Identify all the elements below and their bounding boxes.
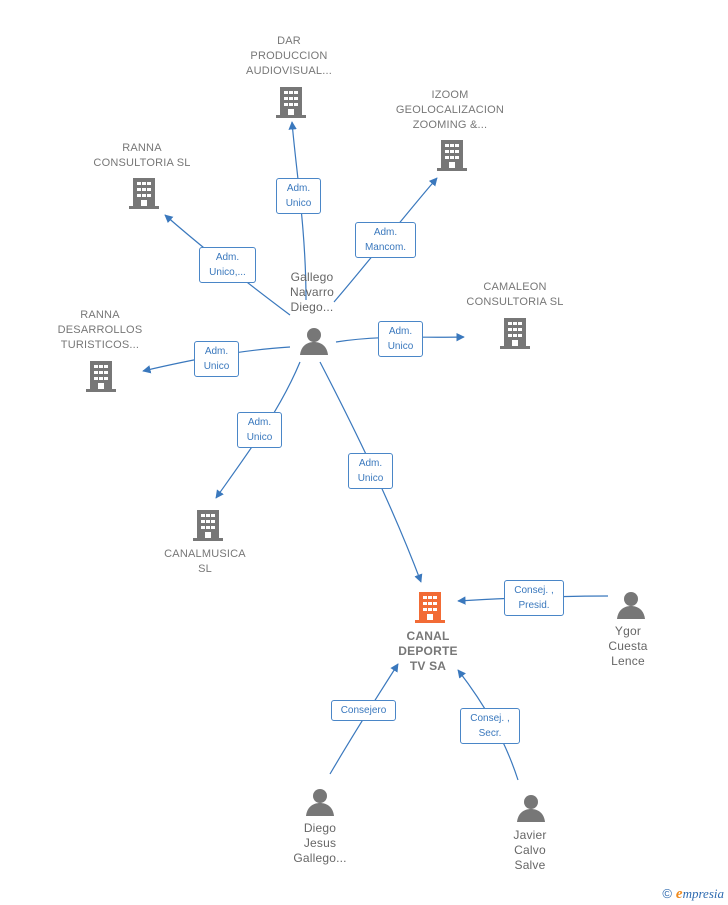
edge-label-izoom: Adm. Mancom. (355, 222, 416, 258)
building-icon[interactable] (276, 85, 306, 119)
person-icon[interactable] (516, 793, 546, 823)
edge-label-ranna-consultoria: Adm. Unico,... (199, 247, 256, 283)
person-icon[interactable] (616, 590, 646, 620)
company-label-ranna-consultoria[interactable]: RANNA CONSULTORIA SL (93, 142, 191, 169)
person-label-ygor[interactable]: Ygor Cuesta Lence (608, 624, 648, 668)
company-label-ranna-desarrollos[interactable]: RANNA DESARROLLOS TURISTICOS... (57, 309, 143, 351)
building-icon[interactable] (86, 359, 116, 393)
edge-label-javier: Consej. , Secr. (460, 708, 520, 744)
building-icon[interactable] (500, 316, 530, 350)
brand-watermark: ©empresia (662, 886, 724, 903)
building-icon[interactable] (437, 138, 467, 172)
person-icon[interactable] (299, 326, 329, 356)
company-label-canalmusica[interactable]: CANALMUSICA SL (164, 548, 246, 575)
building-icon[interactable] (129, 176, 159, 210)
edge-label-canalmusica: Adm. Unico (237, 412, 282, 448)
company-label-dar[interactable]: DAR PRODUCCION AUDIOVISUAL... (246, 35, 332, 77)
company-label-canal-deporte[interactable]: CANAL DEPORTE TV SA (398, 629, 458, 673)
person-icon[interactable] (305, 787, 335, 817)
company-label-izoom[interactable]: IZOOM GEOLOCALIZACION ZOOMING &... (395, 89, 505, 131)
person-label-javier[interactable]: Javier Calvo Salve (513, 828, 547, 872)
company-label-camaleon[interactable]: CAMALEON CONSULTORIA SL (466, 281, 564, 308)
brand-logo-initial: e (675, 886, 683, 902)
edge-label-camaleon: Adm. Unico (378, 321, 423, 357)
brand-logo-text: mpresia (682, 886, 724, 901)
edge-label-dar: Adm. Unico (276, 178, 321, 214)
building-icon-highlighted[interactable] (415, 590, 445, 624)
edge-label-ygor: Consej. , Presid. (504, 580, 564, 616)
edge-label-canal-deporte: Adm. Unico (348, 453, 393, 489)
person-label-gallego-navarro[interactable]: Gallego Navarro Diego... (289, 270, 335, 314)
person-label-diego-jesus[interactable]: Diego Jesus Gallego... (293, 821, 347, 865)
copyright-icon: © (662, 886, 672, 901)
edge-label-ranna-desarrollos: Adm. Unico (194, 341, 239, 377)
building-icon[interactable] (193, 508, 223, 542)
edge-label-diego: Consejero (331, 700, 396, 721)
